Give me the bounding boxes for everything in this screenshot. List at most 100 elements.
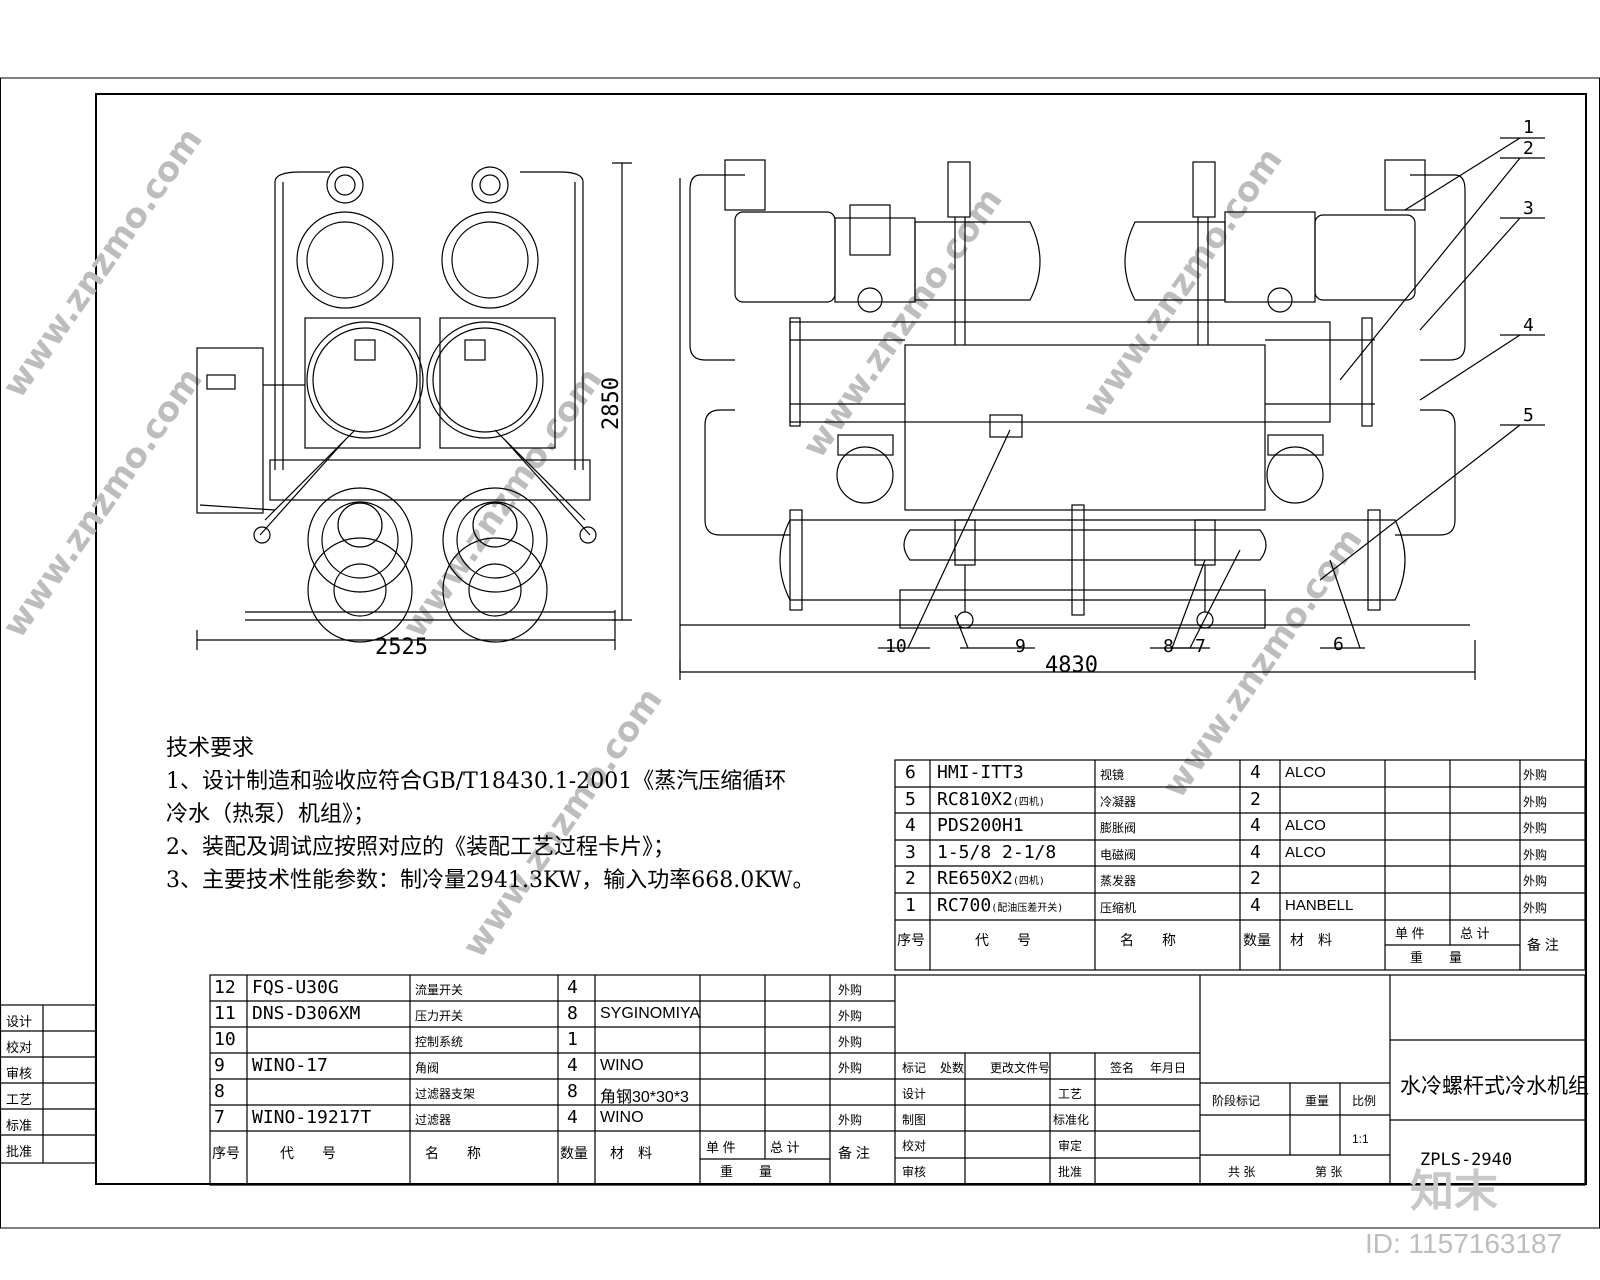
lower-row-code: DNS-D306XM (252, 1003, 361, 1024)
oil-separator-left (914, 221, 1041, 301)
sig-check: 校对 (6, 1040, 33, 1055)
upper-row-qty: 2 (1250, 868, 1261, 890)
upper-row-name: 冷凝器 (1100, 794, 1137, 809)
lower-row-qty: 1 (567, 1029, 578, 1050)
lower-row-note: 外购 (838, 1035, 863, 1049)
upper-header-no: 序号 (897, 932, 925, 948)
lower-header-name: 名 称 (425, 1145, 481, 1161)
lower-row-qty: 8 (567, 1003, 578, 1024)
lower-row-name: 压力开关 (415, 1009, 464, 1023)
lower-row-material: WINO (600, 1057, 644, 1074)
upper-header-material: 材 料 (1290, 932, 1332, 948)
side-signature-grid (0, 1004, 97, 1164)
upper-row-qty: 4 (1250, 895, 1261, 916)
front-view (196, 162, 632, 650)
lower-row-code: WINO-19217T (252, 1107, 372, 1128)
callout-8: 8 (1163, 636, 1174, 657)
upper-row-qty: 4 (1250, 762, 1261, 783)
upper-row-material: ALCO (1285, 843, 1326, 861)
tb-count: 处数 (940, 1061, 965, 1075)
sig-review: 审核 (6, 1066, 33, 1081)
evaporator-housing (904, 344, 1266, 511)
sig-ratify: 批准 (6, 1144, 33, 1159)
lower-header-material: 材 料 (610, 1145, 652, 1161)
lower-header-qty: 数量 (560, 1145, 588, 1161)
upper-row-name: 视镜 (1100, 768, 1125, 782)
watermark-text: www.znzmo.com (0, 361, 211, 646)
tb-design: 设计 (902, 1087, 927, 1101)
lower-row-material: WINO (600, 1109, 644, 1126)
lower-row-qty: 8 (567, 1081, 578, 1102)
upper-row-code-note: (四机) (1012, 796, 1045, 808)
lower-row-note: 外购 (838, 1113, 863, 1127)
lower-row-material: SYGINOMIYA (600, 1005, 701, 1022)
lower-row-no: 12 (214, 977, 236, 998)
lower-header-total: 总 计 (770, 1140, 800, 1155)
control-box (196, 347, 264, 514)
lower-row-material: 角钢30*30*3 (600, 1089, 689, 1106)
tb-sheet: 第 张 (1315, 1165, 1343, 1179)
sig-design: 设计 (6, 1014, 33, 1029)
tb-scale: 比例 (1352, 1094, 1377, 1108)
upper-row-note: 外购 (1523, 794, 1548, 809)
watermark-logo: 知末 (1410, 1167, 1498, 1216)
compressor-unit-right (426, 166, 556, 643)
lower-shell (779, 519, 1406, 601)
dim-2850: 2850 (599, 377, 624, 430)
condenser-shell-left (734, 211, 836, 303)
lower-header-note: 备 注 (838, 1145, 870, 1161)
upper-row-no: 6 (905, 762, 916, 783)
callout-7: 7 (1195, 636, 1206, 657)
tech-title: 技术要求 (166, 736, 255, 761)
tb-date: 年月日 (1150, 1061, 1187, 1075)
condenser-shell-right (1314, 214, 1416, 301)
tb-mark: 标记 (902, 1061, 927, 1075)
upper-row-note: 外购 (1523, 901, 1548, 915)
tb-approve: 审定 (1058, 1139, 1083, 1153)
lower-row-qty: 4 (567, 1107, 578, 1128)
lower-row-code: FQS-U30G (252, 977, 339, 998)
lower-row-name: 流量开关 (415, 983, 464, 997)
callout-10: 10 (885, 636, 907, 657)
lower-row-no: 9 (214, 1055, 225, 1076)
lower-header-code: 代 号 (280, 1145, 336, 1161)
lower-row-qty: 4 (567, 1055, 578, 1076)
tech-requirements: 技术要求 1、设计制造和验收应符合GB/T18430.1-2001《蒸汽压缩循环… (166, 732, 815, 897)
callout-4: 4 (1523, 315, 1534, 336)
upper-parts-table-grid (894, 759, 1586, 971)
upper-header-name: 名 称 (1120, 932, 1176, 948)
upper-row-qty: 4 (1250, 841, 1261, 863)
tech-line: 3、主要技术性能参数：制冷量2941.3KW，输入功率668.0KW。 (166, 868, 815, 893)
lower-header-unit: 单 件 (706, 1140, 736, 1155)
upper-header-weight: 重 量 (1410, 950, 1463, 965)
dim-2525: 2525 (375, 635, 428, 660)
tb-change-doc: 更改文件号 (990, 1061, 1051, 1075)
upper-header-qty: 数量 (1243, 932, 1271, 948)
tb-draw: 制图 (902, 1113, 927, 1127)
upper-row-no: 4 (905, 815, 916, 837)
oil-separator-right (1124, 221, 1226, 301)
upper-row-no: 3 (905, 841, 916, 863)
upper-row-qty: 2 (1250, 788, 1261, 810)
upper-row-code: RC700(配油压差开关) (937, 895, 1064, 916)
callout-2: 2 (1523, 138, 1534, 159)
lower-header-no: 序号 (212, 1145, 240, 1161)
callout-5: 5 (1523, 405, 1534, 426)
tb-sheets: 共 张 (1228, 1165, 1256, 1179)
tech-line: 冷水（热泵）机组》； (166, 802, 376, 827)
upper-row-code: RC810X2(四机) (937, 788, 1045, 810)
upper-header-note: 备 注 (1527, 937, 1559, 953)
tb-standard: 标准化 (1053, 1113, 1090, 1127)
upper-row-code: HMI-ITT3 (937, 762, 1024, 783)
lower-row-name: 过滤器 (415, 1113, 452, 1127)
tech-line: 1、设计制造和验收应符合GB/T18430.1-2001《蒸汽压缩循环 (166, 769, 787, 794)
tb-stage: 阶段标记 (1212, 1094, 1261, 1108)
control-box-label (206, 374, 236, 390)
lower-row-note: 外购 (838, 1061, 863, 1075)
dim-4830: 4830 (1045, 653, 1098, 678)
tb-sign: 签名 (1110, 1061, 1135, 1075)
tb-ratify: 批准 (1058, 1165, 1083, 1179)
upper-row-note: 外购 (1523, 874, 1548, 889)
tb-weight: 重量 (1305, 1094, 1330, 1108)
